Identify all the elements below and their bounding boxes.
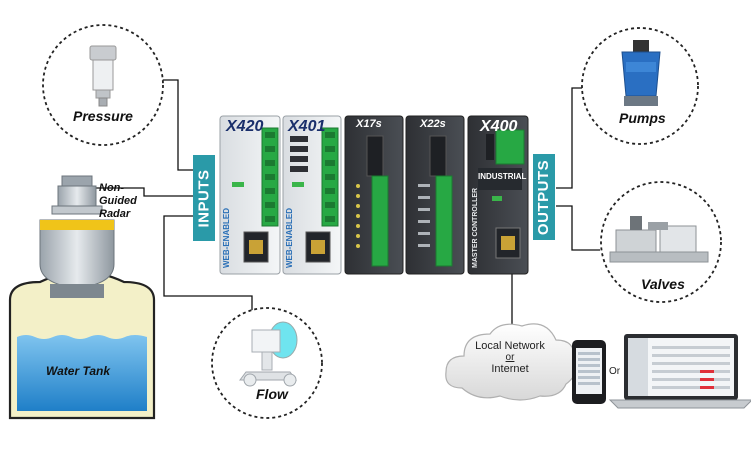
device-x22s bbox=[405, 115, 465, 275]
pumps-label: Pumps bbox=[619, 110, 666, 126]
device-model-x420: X420 bbox=[226, 118, 264, 135]
radar-label: Non- Guided Radar bbox=[99, 182, 137, 221]
pressure-sensor-image bbox=[89, 45, 117, 107]
network-label: Local Network or Internet bbox=[460, 340, 560, 375]
laptop-image bbox=[608, 334, 751, 409]
water-tank-label: Water Tank bbox=[46, 364, 111, 378]
water-tank bbox=[8, 270, 156, 420]
inputs-tab: INPUTS bbox=[193, 155, 215, 241]
valves-label: Valves bbox=[641, 276, 685, 292]
flow-connector bbox=[163, 215, 253, 312]
device-model-x400: X400 bbox=[480, 118, 518, 135]
device-tag-x400: INDUSTRIAL bbox=[478, 172, 527, 181]
outputs-tab: OUTPUTS bbox=[533, 154, 555, 240]
network-label-line-3: Internet bbox=[491, 363, 529, 375]
radar-connector bbox=[96, 187, 196, 197]
network-label-line-1: Local Network bbox=[475, 340, 545, 352]
connector-lines bbox=[96, 79, 600, 330]
device-side-x420: WEB-ENABLED bbox=[222, 208, 231, 268]
radar-sensor-image bbox=[39, 175, 115, 298]
radar-label-line-3: Radar bbox=[99, 208, 131, 220]
flow-label: Flow bbox=[256, 386, 288, 402]
device-x401 bbox=[282, 115, 342, 275]
radar-label-line-1: Non- bbox=[99, 182, 125, 194]
network-label-line-2: or bbox=[505, 352, 515, 363]
network-cloud bbox=[445, 323, 577, 401]
device-side-x400: MASTER CONTROLLER bbox=[472, 187, 479, 268]
pumps-connector bbox=[556, 87, 588, 189]
inputs-tab-label: INPUTS bbox=[195, 168, 213, 228]
radar-label-line-2: Guided bbox=[99, 195, 137, 207]
outputs-tab-label: OUTPUTS bbox=[535, 159, 553, 235]
flow-meter-image bbox=[239, 321, 298, 387]
device-x420 bbox=[219, 115, 281, 275]
pump-image bbox=[621, 40, 661, 106]
pressure-connector bbox=[162, 79, 196, 171]
device-x17s bbox=[344, 115, 404, 275]
device-x400 bbox=[467, 115, 529, 275]
valves-image bbox=[609, 216, 709, 263]
device-model-x22s: X22s bbox=[420, 118, 446, 130]
valves-connector bbox=[556, 205, 600, 251]
phone-image bbox=[572, 340, 606, 404]
device-model-x17s: X17s bbox=[356, 118, 382, 130]
device-model-x401: X401 bbox=[288, 118, 326, 135]
pressure-label: Pressure bbox=[73, 108, 133, 124]
device-side-x401: WEB-ENABLED bbox=[285, 208, 294, 268]
or-label: Or bbox=[609, 366, 621, 377]
